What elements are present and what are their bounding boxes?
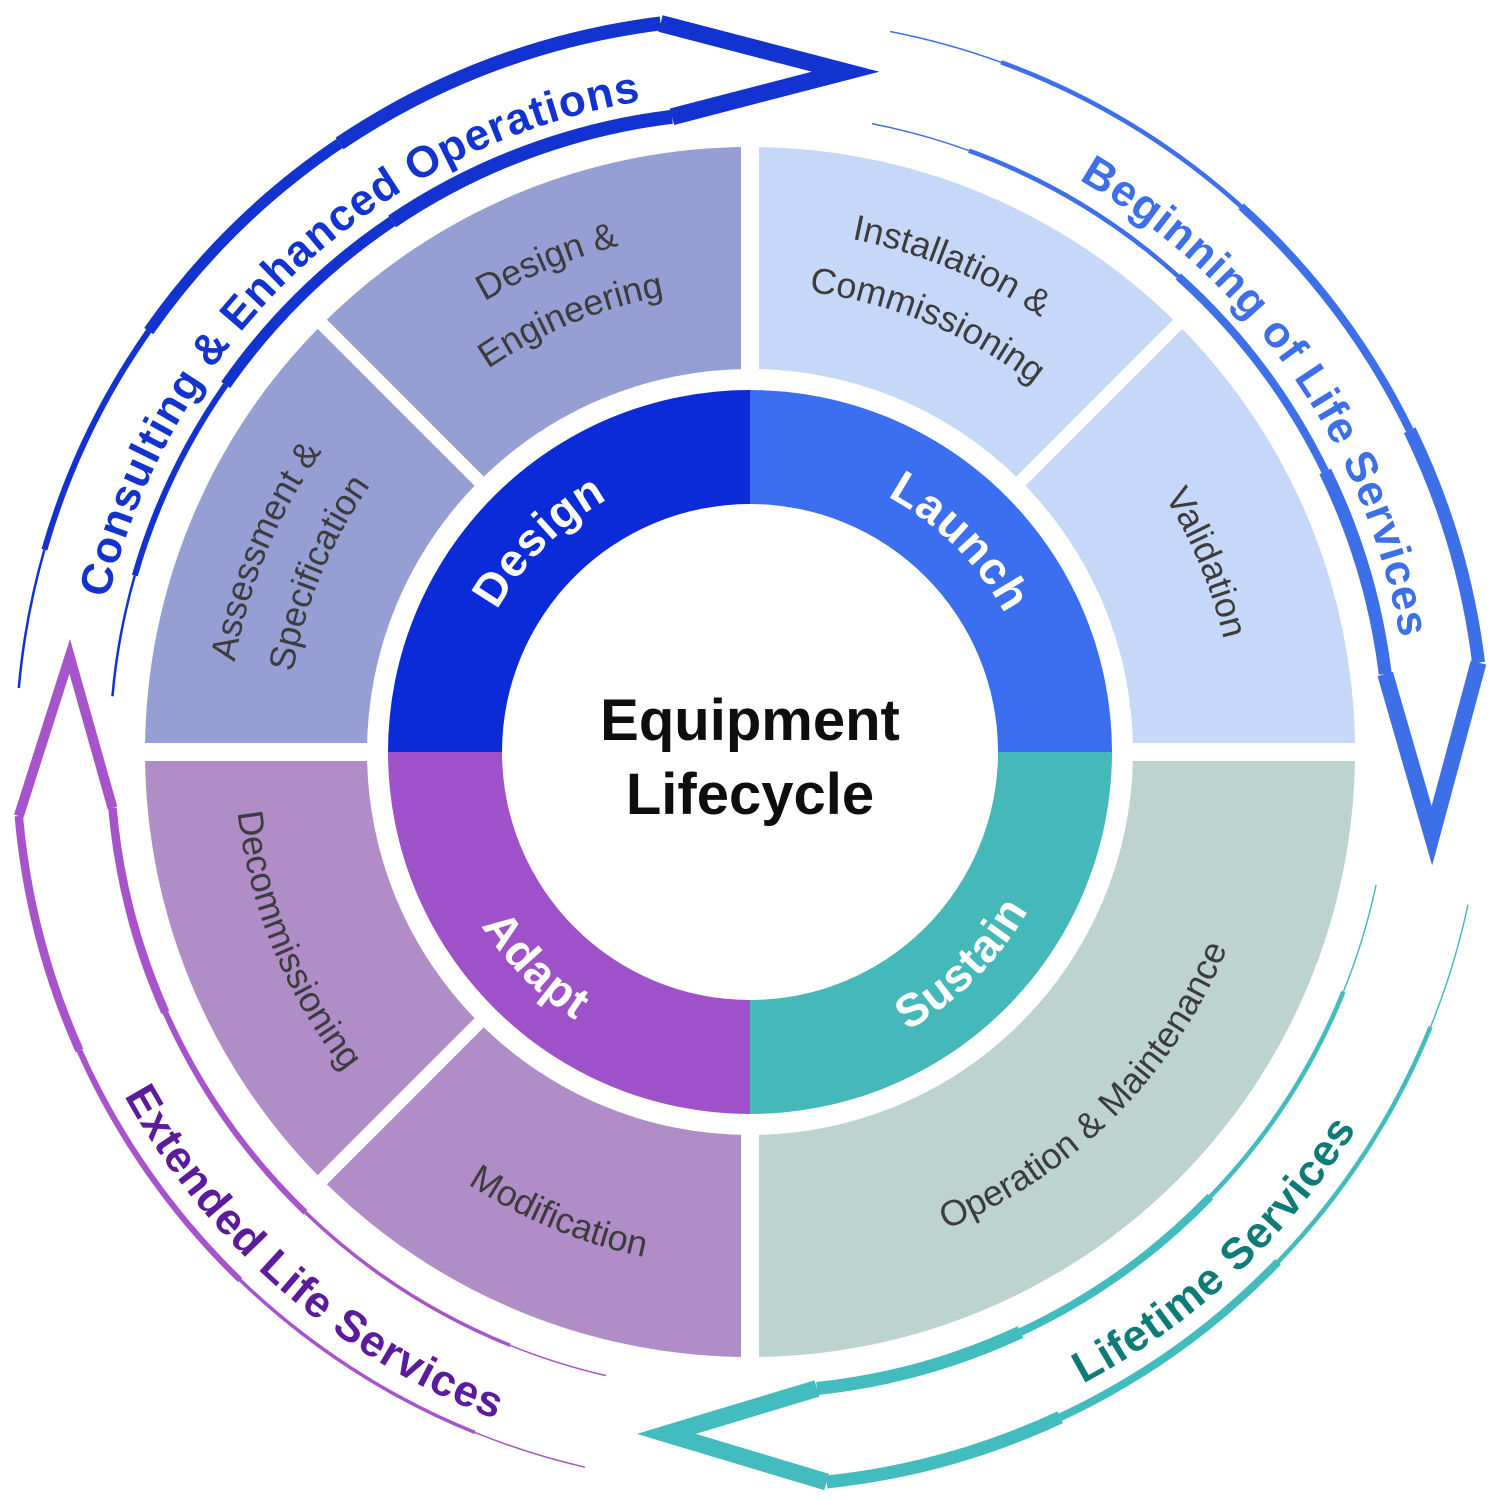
band-outer-arc xyxy=(76,1049,243,1283)
band-outer-arc xyxy=(1238,203,1414,432)
band-inner-arc xyxy=(816,1326,1024,1395)
band-inner-arc xyxy=(1175,273,1329,474)
band-outer-arc xyxy=(41,329,152,551)
band-inner-arc xyxy=(108,807,170,1015)
band-outer-arc xyxy=(826,1411,1063,1489)
band-inner-arc xyxy=(162,1011,308,1215)
segment-divider xyxy=(317,319,484,486)
inner-quadrant-sustain xyxy=(750,752,1112,1114)
segment-divider xyxy=(1016,319,1183,486)
outer-segment-validation xyxy=(1020,324,1355,752)
band-inner-arc xyxy=(1208,990,1346,1199)
band-arrowhead-icon xyxy=(658,15,880,125)
band-inner-arc xyxy=(388,109,673,228)
band-inner-arc xyxy=(968,148,1180,279)
center-title-line1: Equipment xyxy=(600,688,900,753)
band-outer-arc xyxy=(1403,427,1485,664)
band-outer-arc xyxy=(238,1278,476,1435)
inner-quadrant-launch xyxy=(750,390,1112,752)
band-consulting-enhanced-operations xyxy=(17,15,880,697)
band-outer-arc xyxy=(1276,1026,1433,1264)
band-inner-arc xyxy=(871,123,970,152)
band-inner-arc xyxy=(304,1211,511,1348)
band-inner-arc xyxy=(1319,468,1392,675)
band-inner-arc xyxy=(1018,1193,1214,1336)
band-inner-arc xyxy=(221,216,396,389)
band-arrowhead-icon xyxy=(14,639,118,818)
band-outer-arc xyxy=(1058,1259,1281,1421)
band-extended-life-services xyxy=(14,639,607,1468)
band-outer-arc xyxy=(144,138,343,335)
band-inner-arc xyxy=(509,1344,607,1377)
inner-quadrant-adapt xyxy=(388,752,750,1114)
outer-segment-modification xyxy=(322,1022,750,1357)
band-outer-arc xyxy=(889,30,1002,63)
band-arrowhead-icon xyxy=(1377,660,1487,866)
band-beginning-of-life-services xyxy=(871,30,1487,866)
band-arrowhead-icon xyxy=(636,1380,830,1491)
outer-segment-installation-commissioning xyxy=(750,147,1178,482)
band-inner-arc xyxy=(111,575,136,697)
segment-divider xyxy=(317,1018,484,1185)
band-outer-arc xyxy=(1429,904,1469,1028)
band-inner-arc xyxy=(1342,884,1377,993)
outer-segment-design-engineering xyxy=(322,147,750,482)
band-lifetime-services xyxy=(636,884,1469,1491)
outer-segment-operation-maintenance xyxy=(750,752,1355,1357)
outer-segment-assessment-specification xyxy=(144,324,480,752)
band-outer-arc xyxy=(1000,60,1243,209)
band-outer-arc xyxy=(14,815,84,1053)
inner-quadrant-design xyxy=(388,390,750,752)
band-outer-arc xyxy=(17,549,46,689)
band-inner-arc xyxy=(131,383,229,577)
band-outer-arc xyxy=(335,16,662,150)
outer-segment-decommissioning xyxy=(145,752,480,1180)
center-title-line2: Lifecycle xyxy=(626,762,874,827)
band-outer-arc xyxy=(474,1431,586,1468)
